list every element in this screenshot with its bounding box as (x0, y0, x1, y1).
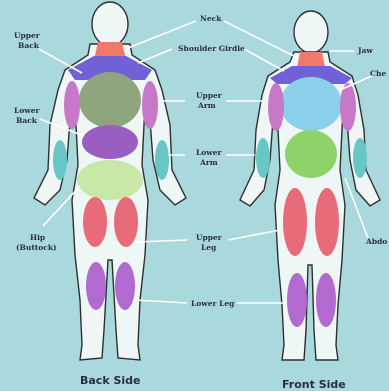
front-right-upper-leg-region (315, 188, 339, 256)
label-upper-arm-line1: Upper (196, 91, 223, 100)
back-right-upper-arm-region (142, 81, 158, 129)
label-upper-arm-line2: Arm (197, 101, 216, 110)
label-shoulder-girdle: Shoulder Girdle (178, 44, 245, 53)
front-left-lower-leg-region (287, 273, 307, 327)
label-lower-back: Lower Back (14, 106, 42, 125)
label-lower-leg: Lower Leg (191, 299, 235, 308)
label-abdomen: Abdo (365, 237, 387, 246)
back-left-upper-arm-region (64, 81, 80, 129)
label-jaw: Jaw (357, 46, 373, 55)
label-neck: Neck (200, 14, 222, 23)
front-right-lower-leg-region (316, 273, 336, 327)
label-upper-leg: Upper Leg (196, 233, 224, 252)
label-front-side: Front Side (282, 378, 346, 391)
back-upper-back-region (79, 72, 141, 128)
label-lower-back-line1: Lower (14, 106, 41, 115)
front-left-upper-leg-region (283, 188, 307, 256)
back-right-lower-leg-region (115, 262, 135, 310)
label-chest: Che (370, 69, 386, 78)
back-right-lower-arm-region (155, 140, 169, 180)
label-hip-line1: Hip (30, 233, 45, 242)
label-upper-leg-line2: Leg (201, 243, 217, 252)
front-left-upper-arm-region (268, 83, 284, 131)
back-hip-region (77, 160, 143, 200)
back-left-lower-arm-region (53, 140, 67, 180)
label-lower-back-line2: Back (16, 116, 38, 125)
back-left-lower-leg-region (86, 262, 106, 310)
front-left-lower-arm-region (256, 138, 270, 178)
front-right-upper-arm-region (340, 83, 356, 131)
label-back-side: Back Side (80, 374, 141, 387)
front-right-lower-arm-region (353, 138, 367, 178)
label-lower-arm: Lower Arm (196, 148, 224, 167)
back-left-upper-leg-region (83, 197, 107, 247)
front-abdomen-region (285, 130, 337, 178)
label-upper-leg-line1: Upper (196, 233, 223, 242)
label-lower-arm-line1: Lower (196, 148, 223, 157)
front-chest-region (280, 77, 342, 131)
back-right-upper-leg-region (114, 197, 138, 247)
label-upper-back: Upper Back (14, 31, 42, 50)
back-regions (53, 42, 169, 310)
back-lower-back-region (82, 125, 138, 159)
label-hip-line2: (Buttock) (16, 243, 57, 252)
label-lower-arm-line2: Arm (199, 158, 218, 167)
label-upper-back-line2: Back (18, 41, 40, 50)
label-hip: Hip (Buttock) (16, 233, 57, 252)
label-upper-arm: Upper Arm (196, 91, 224, 110)
label-upper-back-line1: Upper (14, 31, 41, 40)
